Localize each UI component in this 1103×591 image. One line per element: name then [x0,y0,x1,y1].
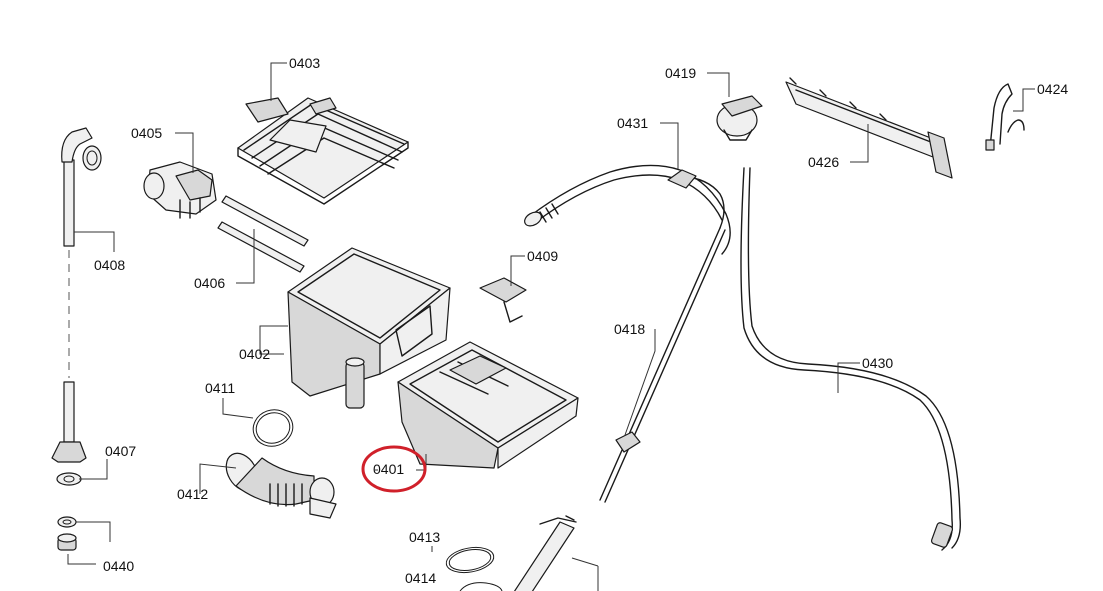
part-pressure-tube-bottom [513,515,577,591]
part-0405-inlet-valve [143,161,217,219]
label-0424: 0424 [1037,81,1068,97]
label-0413: 0413 [409,529,440,545]
label-0402: 0402 [239,346,270,362]
label-0407: 0407 [105,443,136,459]
part-0414-ring [459,582,503,591]
label-0431: 0431 [617,115,648,131]
part-0406-tubes [217,195,309,273]
part-0418-pressure-hose [599,175,726,503]
label-0409: 0409 [527,248,558,264]
part-0401-detergent-drawer [397,341,579,469]
part-0419-pressure-switch [716,95,763,141]
label-0426: 0426 [808,154,839,170]
label-0408: 0408 [94,257,125,273]
label-0406: 0406 [194,275,225,291]
label-0411: 0411 [205,380,235,396]
part-0407-bottom-fitting [51,381,87,486]
part-0411-seal-ring [252,409,294,447]
label-0412: 0412 [177,486,208,502]
part-0426-rail [785,77,953,179]
highlight-circle-0401 [361,445,427,493]
label-0403: 0403 [289,55,320,71]
label-0414: 0414 [405,570,436,586]
part-0413-ring [445,546,495,574]
part-0408-inlet-pipe [61,127,102,378]
part-0409-clip [479,277,527,323]
part-0424-hook [985,83,1025,151]
part-0402-dispenser-housing [287,247,451,409]
label-0405: 0405 [131,125,162,141]
part-0440-washers [57,516,77,551]
part-0412-connecting-hose [225,452,337,519]
leader-lines [67,62,1035,591]
part-0403-valve-bracket [237,97,409,205]
label-0440: 0440 [103,558,134,574]
label-0401: 0401 [373,461,404,477]
label-0430: 0430 [862,355,893,371]
label-0418: 0418 [614,321,645,337]
part-0430-overflow-hose [740,167,962,551]
label-0419: 0419 [665,65,696,81]
part-0431-drain-hose [524,164,731,255]
